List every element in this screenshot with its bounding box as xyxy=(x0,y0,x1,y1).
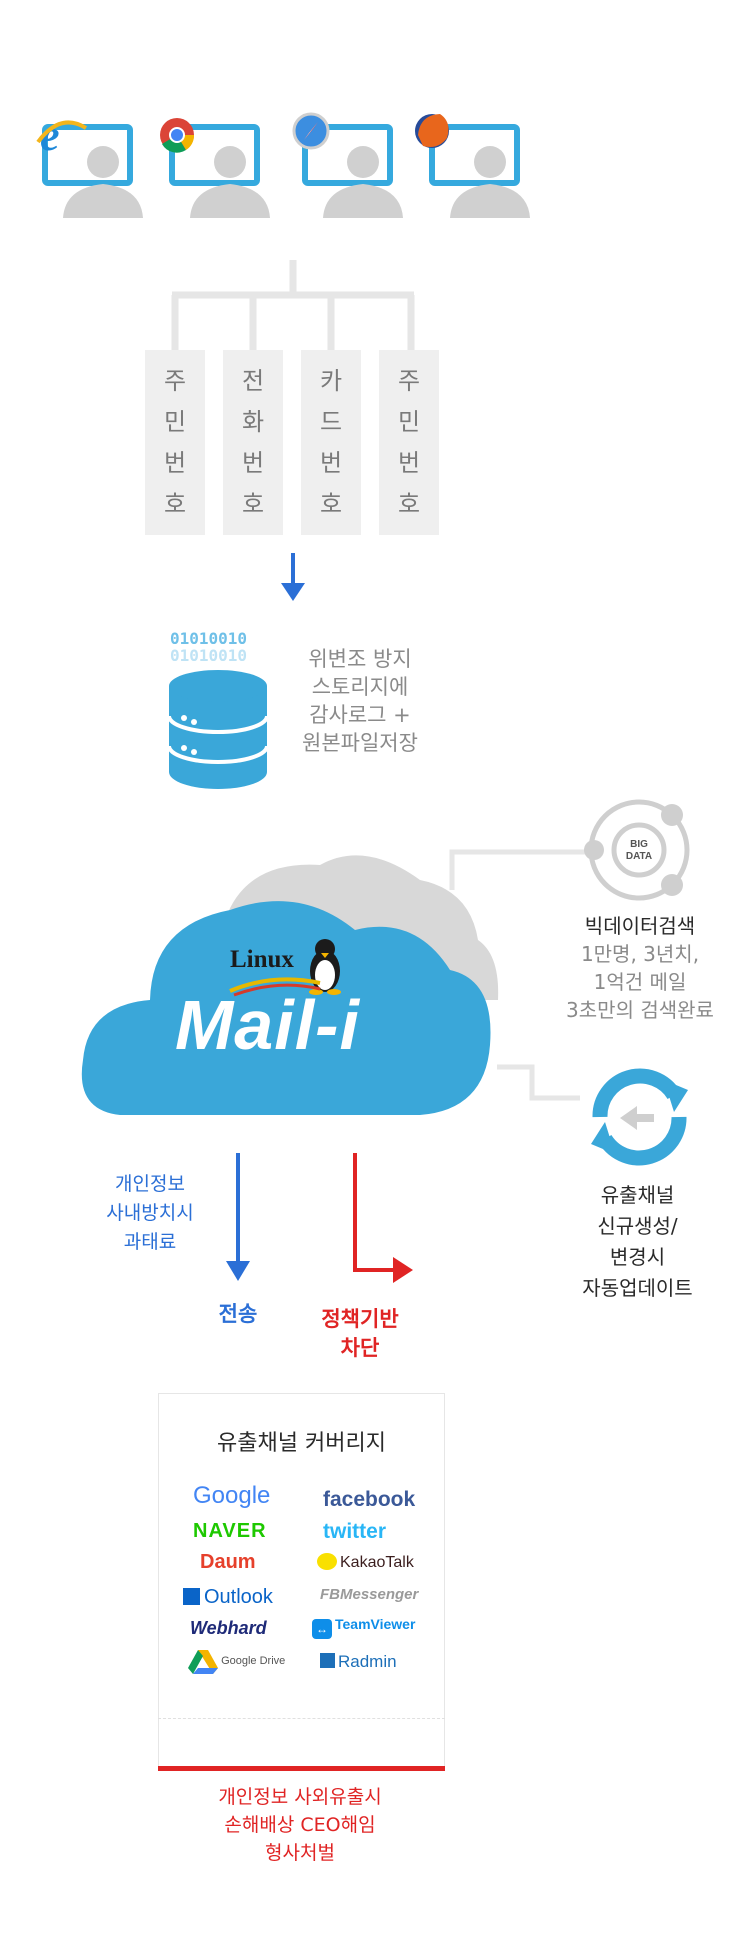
field-char: 번 xyxy=(163,448,187,477)
bigdata-icon: BIG DATA xyxy=(584,799,690,901)
field-char: 민 xyxy=(163,407,187,436)
field-resident-number-2: 주 민 번 호 xyxy=(379,350,439,535)
sync-icon xyxy=(591,1068,688,1166)
storage-description: 위변조 방지 스토리지에 감사로그 + 원본파일저장 xyxy=(302,647,418,755)
google-drive-icon xyxy=(188,1650,218,1674)
field-char: 호 xyxy=(397,489,421,518)
field-char: 호 xyxy=(163,489,187,518)
external-penalty-text: 개인정보 사외유출시 손해배상 CEO해임 형사처벌 xyxy=(218,1786,382,1864)
teamviewer-icon: ↔ xyxy=(312,1619,332,1639)
cloud-shape xyxy=(81,855,499,1115)
bigdata-title: 빅데이터검색 xyxy=(584,914,696,938)
ie-user-icon: e xyxy=(36,111,143,218)
safari-user-icon xyxy=(292,112,403,218)
coverage-box xyxy=(158,1393,445,1768)
webhard-logo: Webhard xyxy=(190,1618,267,1638)
field-char: 번 xyxy=(319,448,343,477)
field-char: 번 xyxy=(397,448,421,477)
binary-digits: 01010010 01010010 xyxy=(170,629,248,665)
product-name: Mail-i xyxy=(175,986,360,1064)
field-char: 전 xyxy=(241,366,265,395)
bigdata-badge-1: BIG xyxy=(630,839,648,850)
daum-logo: Daum xyxy=(200,1551,256,1573)
svg-text:e: e xyxy=(40,111,60,160)
kakao-icon xyxy=(317,1553,337,1570)
chrome-user-icon xyxy=(160,118,270,218)
radmin-icon xyxy=(320,1653,335,1668)
google-logo: Google xyxy=(193,1482,271,1509)
field-char: 화 xyxy=(241,407,265,436)
field-char: 카 xyxy=(319,366,343,395)
field-char: 드 xyxy=(319,407,343,436)
outlook-icon xyxy=(183,1588,200,1605)
bigdata-badge-2: DATA xyxy=(626,851,652,862)
outlook-logo: Outlook xyxy=(183,1586,273,1609)
send-label: 전송 xyxy=(218,1302,258,1326)
field-char: 주 xyxy=(163,366,187,395)
bigdata-description: 빅데이터검색 1만명, 3년치, 1억건 메일 3초만의 검색완료 xyxy=(540,912,740,1024)
teamviewer-logo: ↔TeamViewer xyxy=(312,1616,415,1639)
side-connectors xyxy=(449,849,595,1101)
facebook-logo: facebook xyxy=(323,1488,416,1511)
arrow-down-icon xyxy=(281,553,305,601)
tree-connector xyxy=(171,260,415,350)
field-char: 주 xyxy=(397,366,421,395)
coverage-title: 유출채널 커버리지 xyxy=(217,1431,386,1456)
google-drive-logo: Google Drive xyxy=(188,1648,285,1674)
field-phone-number: 전 화 번 호 xyxy=(223,350,283,535)
kakaotalk-logo: KakaoTalk xyxy=(317,1553,414,1572)
firefox-user-icon xyxy=(415,114,530,218)
fb-messenger-logo: FBMessenger xyxy=(320,1586,419,1603)
naver-logo: NAVER xyxy=(193,1520,267,1542)
browser-users: e xyxy=(36,111,530,218)
field-char: 호 xyxy=(241,489,265,518)
coverage-divider xyxy=(158,1718,445,1719)
field-card-number: 카 드 번 호 xyxy=(301,350,361,535)
field-char: 번 xyxy=(241,448,265,477)
coverage-bottom-line xyxy=(158,1766,445,1771)
channel-update-text: 유출채널 신규생성/ 변경시 자동업데이트 xyxy=(582,1183,693,1300)
internal-penalty-text: 개인정보 사내방치시 과태료 xyxy=(106,1173,194,1253)
field-char: 호 xyxy=(319,489,343,518)
twitter-logo: twitter xyxy=(323,1520,386,1543)
block-arrow-icon xyxy=(353,1153,413,1283)
field-resident-number-1: 주 민 번 호 xyxy=(145,350,205,535)
field-char: 민 xyxy=(397,407,421,436)
radmin-logo: Radmin xyxy=(320,1652,397,1672)
send-arrow-icon xyxy=(226,1153,250,1281)
swoosh-icon xyxy=(229,977,321,997)
block-label: 정책기반 차단 xyxy=(321,1307,399,1360)
database-icon xyxy=(167,670,269,789)
linux-label: Linux xyxy=(230,946,294,973)
